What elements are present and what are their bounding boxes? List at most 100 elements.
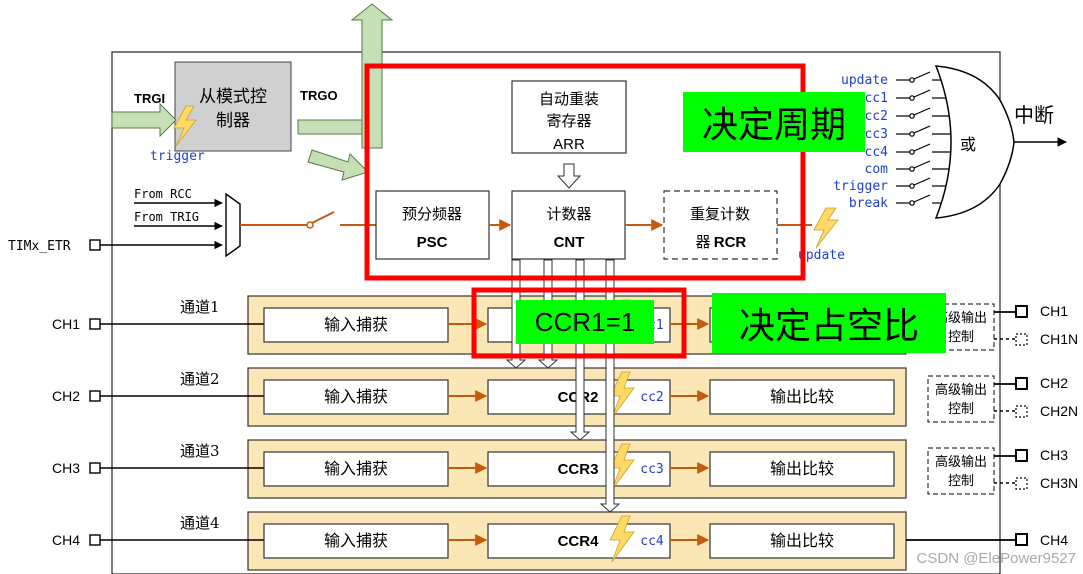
update-label: update xyxy=(798,248,845,263)
clock-mux xyxy=(225,192,241,258)
from-rcc-label: From RCC xyxy=(134,187,192,201)
cc-label: cc4 xyxy=(640,534,664,549)
output-pin xyxy=(1015,377,1028,390)
irq-source-break: break xyxy=(849,196,888,211)
advanced-output-label-1: 高级输出 xyxy=(935,382,987,398)
ccr-label: CCR4 xyxy=(558,533,599,550)
ccr-box xyxy=(487,523,671,559)
irq-source-cc4: cc4 xyxy=(865,145,889,160)
switch-pivot xyxy=(306,221,314,229)
output-compare-label: 输出比较 xyxy=(770,531,834,550)
timx-etr-label: TIMx_ETR xyxy=(8,239,71,254)
complementary-output-label: CH3N xyxy=(1040,475,1078,491)
complementary-output-pin xyxy=(1015,405,1028,418)
arr-line-1: 自动重装 xyxy=(539,90,599,108)
advanced-output-label-1: 高级输出 xyxy=(935,454,987,470)
irq-source-com: com xyxy=(865,162,889,177)
channel-group-label: 通道3 xyxy=(180,442,220,460)
ccr1-value: CCR1=1 xyxy=(535,307,635,337)
channel-pin-label: CH1 xyxy=(52,316,80,332)
channel-pin-label: CH4 xyxy=(52,532,80,548)
irq-source-cc2: cc2 xyxy=(865,109,888,124)
rcr-box xyxy=(663,190,778,260)
psc-line-1: 预分频器 xyxy=(402,205,462,223)
trgi-label: TRGI xyxy=(134,91,165,106)
arr-box xyxy=(511,80,627,154)
advanced-output-label-2: 控制 xyxy=(948,474,974,489)
input-capture-box xyxy=(263,451,449,487)
cc-lightning-icon xyxy=(609,515,635,563)
watermark: CSDN @ElePower9527 xyxy=(917,550,1076,567)
trigger-lightning-icon xyxy=(173,105,197,147)
channel-group-label: 通道2 xyxy=(180,370,220,388)
output-compare-label: 输出比较 xyxy=(770,459,834,478)
slave-controller-label-1: 从模式控 xyxy=(199,87,267,107)
input-capture-label: 输入捕获 xyxy=(324,531,388,550)
channel-group-label: 通道1 xyxy=(180,298,220,316)
cnt-box xyxy=(511,190,626,260)
input-capture-label: 输入捕获 xyxy=(324,387,388,406)
arr-label: ARR xyxy=(553,136,585,153)
input-capture-label: 输入捕获 xyxy=(324,459,388,478)
update-lightning-icon xyxy=(813,207,839,249)
rcr-line-2: 器 xyxy=(695,233,710,251)
interrupt-source-list: update cc1 cc2 cc3 cc4 com trigger break xyxy=(833,73,888,211)
cnt-line-1: 计数器 xyxy=(546,205,591,223)
irq-source-cc3: cc3 xyxy=(865,127,888,142)
input-capture-box xyxy=(263,307,449,343)
output-pin-label: CH2 xyxy=(1040,375,1068,391)
ccr1-highlight xyxy=(471,287,687,359)
psc-box xyxy=(375,190,490,260)
timx-etr-pin xyxy=(89,239,101,251)
period-highlight xyxy=(364,63,806,281)
cc-label: cc2 xyxy=(640,390,663,405)
channel-rows: 通道1CH1输入捕获CCR1cc1输出比较高级输出控制CH1CH1N通道2CH2… xyxy=(52,259,1078,571)
cnt-label: CNT xyxy=(554,234,585,251)
advanced-output-label-2: 控制 xyxy=(948,330,974,345)
rcr-label: RCR xyxy=(714,234,747,251)
or-gate-label: 或 xyxy=(960,135,976,154)
output-compare-box xyxy=(709,523,895,559)
output-compare-label: 输出比较 xyxy=(770,387,834,406)
complementary-output-label: CH2N xyxy=(1040,403,1078,419)
advanced-output-control-box xyxy=(927,375,995,423)
ccr-label: CCR3 xyxy=(558,461,599,478)
psc-label: PSC xyxy=(417,234,448,251)
complementary-output-label: CH1N xyxy=(1040,331,1078,347)
interrupt-enable-switches xyxy=(896,71,950,206)
duty-annotation: 决定占空比 xyxy=(739,305,919,346)
channel-input-pin xyxy=(89,534,101,546)
advanced-output-control-box xyxy=(927,447,995,495)
complementary-output-pin xyxy=(1015,477,1028,490)
output-compare-box xyxy=(709,379,895,415)
input-capture-box xyxy=(263,523,449,559)
trgi-arrow xyxy=(111,102,177,138)
advanced-output-label-2: 控制 xyxy=(948,402,974,417)
arr-line-2: 寄存器 xyxy=(546,112,591,130)
output-compare-box xyxy=(709,451,895,487)
output-pin xyxy=(1015,305,1028,318)
input-capture-label: 输入捕获 xyxy=(324,315,388,334)
duty-annotation-box xyxy=(712,293,946,353)
output-pin-label: CH4 xyxy=(1040,532,1068,548)
irq-source-update: update xyxy=(841,73,888,88)
ccr1-value-box xyxy=(516,300,654,344)
channel-input-pin xyxy=(89,390,101,402)
output-pin xyxy=(1015,533,1028,546)
channel-input-pin xyxy=(89,318,101,330)
output-pin-label: CH3 xyxy=(1040,447,1068,463)
period-annotation: 决定周期 xyxy=(702,104,846,145)
slave-controller-label-2: 制器 xyxy=(216,111,250,131)
input-capture-box xyxy=(263,379,449,415)
channel-input-pin xyxy=(89,462,101,474)
or-gate xyxy=(934,65,1015,219)
period-annotation-box xyxy=(683,92,865,152)
cc-label: cc3 xyxy=(640,462,663,477)
channel-pin-label: CH3 xyxy=(52,460,80,476)
output-pin-label: CH1 xyxy=(1040,303,1068,319)
timer-frame xyxy=(111,51,1001,574)
from-trig-label: From TRIG xyxy=(134,210,199,224)
